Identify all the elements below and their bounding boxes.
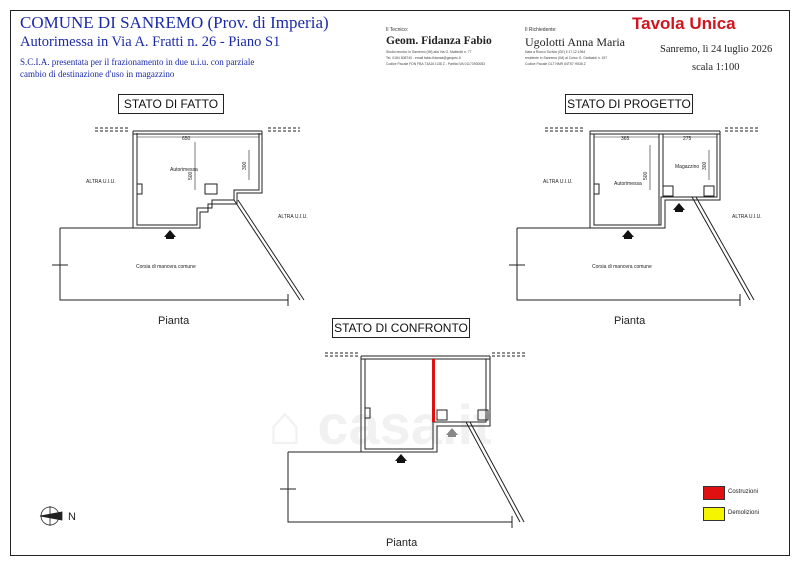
watermark-logo: ⌂ casa.it [268,393,492,456]
plan-progetto [509,127,758,306]
pianta-fatto: Pianta [158,315,190,327]
drawing-scale: scala 1:100 [692,62,740,73]
plan-fatto [52,127,305,306]
label-stato-fatto: STATO DI FATTO [118,94,224,114]
description-line-2: cambio di destinazione d'uso in magazzin… [20,69,175,79]
tecnico-info-1: Studio tecnico in Sanremo (IM) alla Via … [386,50,472,54]
richiedente-info-3: Codice Fiscale GLT NMR 64T57 H536 Z [525,62,586,66]
tecnico-info-2: Tel. 0184 508740 - email fabio.fidanza@g… [386,56,461,60]
richiedente-info-2: residente in Sanremo (IM) al Corso G. Ga… [525,56,608,60]
fatto-dim-depth: 500 [188,171,194,180]
richiedente-name: Ugolotti Anna Maria [525,35,625,49]
entrance-arrow-confronto-magazzino [446,428,458,435]
legend-label-demolizioni: Demolizioni [728,510,760,516]
entrance-arrow-progetto-garage [622,230,634,237]
description-line-1: S.C.I.A. presentata per il frazionamento… [20,57,255,67]
progetto-altra-right: ALTRA U.I.U. [732,214,762,220]
project-description: S.C.I.A. presentata per il frazionamento… [20,56,300,80]
fatto-corsia: Corsia di manovra comune [136,264,196,270]
compass-icon [39,506,63,526]
drawing-frame [10,10,790,556]
legend-swatch-costruzioni [703,486,725,500]
richiedente-info-1: Nata a Ronco Scrivia (GE) il 17.12.1964 [525,50,586,54]
fatto-dim-side: 300 [242,161,248,170]
fatto-dim-width: 650 [182,136,191,142]
fatto-room: Autorimessa [170,167,198,173]
legend-label-costruzioni: Costruzioni [728,489,759,495]
progetto-dim-side: 300 [702,161,708,170]
plan-confronto [280,352,525,528]
tecnico-info-3: Codice Fiscale FDN FBA 73A16 I138 Z - Pa… [386,62,486,66]
progetto-dim-depth: 500 [643,171,649,180]
project-title: COMUNE DI SANREMO (Prov. di Imperia) [20,13,329,32]
label-stato-progetto: STATO DI PROGETTO [565,94,693,114]
compass-letter: N [68,511,76,523]
fatto-altra-left: ALTRA U.I.U. [86,179,116,185]
progetto-dim-width-left: 365 [621,136,630,142]
pianta-confronto: Pianta [386,537,418,549]
progetto-altra-left: ALTRA U.I.U. [543,179,573,185]
pianta-progetto: Pianta [614,315,646,327]
progetto-corsia: Corsia di manovra comune [592,264,652,270]
richiedente-role: Il Richiedente: [525,27,557,33]
entrance-arrow-progetto-magazzino [673,203,685,210]
label-stato-confronto: STATO DI CONFRONTO [332,318,470,338]
drawing-date: Sanremo, lì 24 luglio 2026 [660,44,773,55]
new-wall-marker [432,359,435,422]
legend-swatch-demolizioni [703,507,725,521]
tecnico-name: Geom. Fidanza Fabio [386,35,492,47]
project-subtitle: Autorimessa in Via A. Fratti n. 26 - Pia… [20,34,281,50]
entrance-arrow-confronto-garage [395,454,407,461]
progetto-dim-width-right: 275 [683,136,692,142]
fatto-altra-right: ALTRA U.I.U. [278,214,308,220]
progetto-room-left: Autorimessa [614,181,642,187]
entrance-arrow-fatto [164,230,176,237]
tavola-label: Tavola Unica [632,14,736,33]
progetto-room-right: Magazzino [675,164,699,170]
tecnico-role: Il Tecnico: [386,27,409,33]
